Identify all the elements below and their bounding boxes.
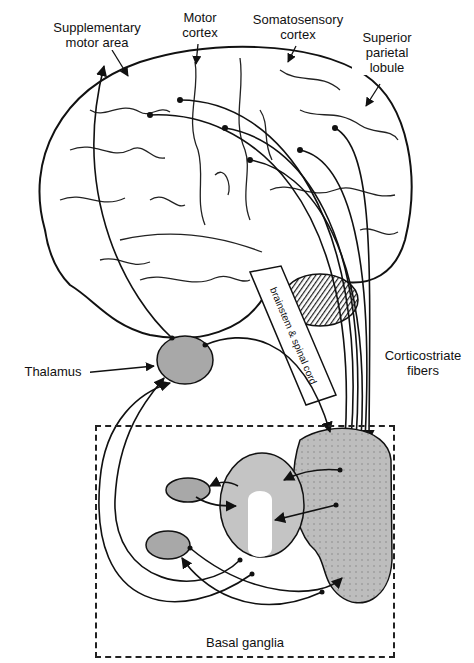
fiber-label: Corticostriate fibers — [376, 348, 470, 378]
structure-label: Thalamus — [16, 364, 90, 379]
area-label: Somatosensory cortex — [246, 12, 350, 42]
region-label: Basal ganglia — [203, 635, 287, 650]
area-label: Superior parietal lobule — [352, 30, 422, 75]
area-label: Motor cortex — [170, 10, 230, 40]
area-label: Supplementary motor area — [45, 20, 149, 50]
region-box: Basal ganglia — [95, 425, 395, 658]
